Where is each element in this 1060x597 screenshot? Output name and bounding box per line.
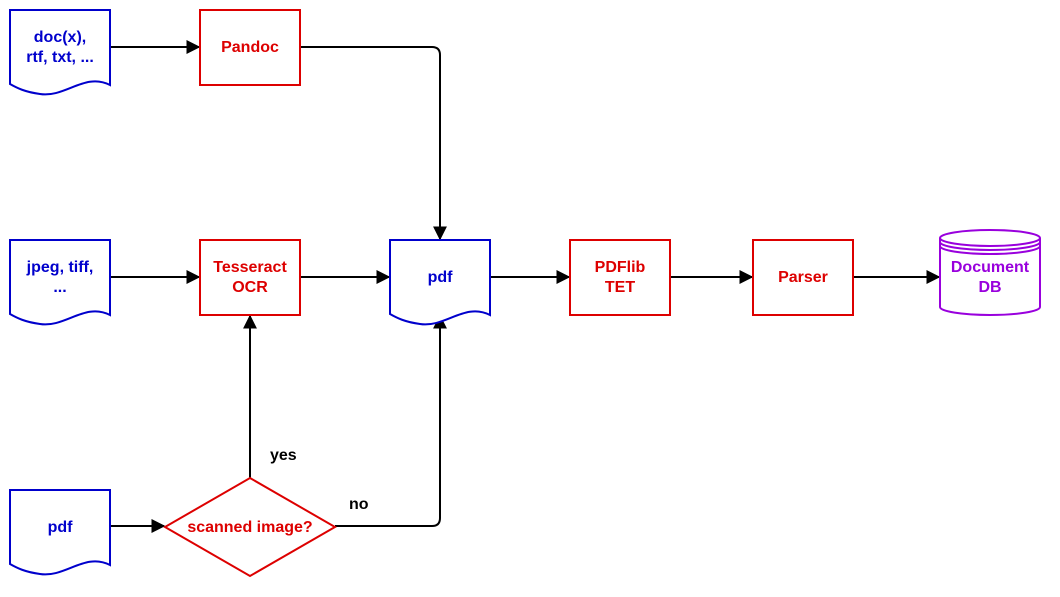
node-doc-input: doc(x), rtf, txt, ... — [9, 9, 111, 96]
database-top — [939, 229, 1041, 247]
process-box — [569, 239, 671, 316]
document-shape — [9, 239, 111, 326]
edges — [110, 40, 941, 533]
node-scanned-image-decision: scanned image? — [162, 476, 338, 578]
db-line2: DB — [978, 279, 1001, 296]
database-body — [939, 238, 1041, 316]
pdflib-line1: PDFlib — [595, 259, 646, 276]
node-pdf-mid: pdf — [389, 239, 491, 326]
process-box — [752, 239, 854, 316]
edge-decision-no-to-pdf — [335, 314, 447, 527]
node-pdf-input: pdf — [9, 489, 111, 576]
edge-label-no: no — [349, 496, 369, 513]
node-document-db: Document DB — [939, 229, 1041, 316]
process-box — [199, 239, 301, 316]
decision-diamond — [162, 476, 338, 578]
image-input-line2: ... — [53, 279, 66, 296]
database-ring — [939, 245, 1041, 255]
node-pandoc: Pandoc — [199, 9, 301, 86]
document-shape — [9, 489, 111, 576]
document-shape — [9, 9, 111, 96]
node-tesseract-ocr: Tesseract OCR — [199, 239, 301, 316]
node-pdflib-tet: PDFlib TET — [569, 239, 671, 316]
doc-input-line1: doc(x), — [34, 29, 86, 46]
pdf-input-label: pdf — [48, 519, 74, 536]
db-line1: Document — [951, 259, 1030, 276]
pdflib-line2: TET — [605, 279, 635, 296]
pdf-mid-label: pdf — [428, 269, 454, 286]
node-image-input: jpeg, tiff, ... — [9, 239, 111, 326]
edge-label-yes: yes — [270, 447, 297, 464]
doc-input-line2: rtf, txt, ... — [26, 49, 94, 66]
pandoc-label: Pandoc — [221, 39, 279, 56]
node-parser: Parser — [752, 239, 854, 316]
image-input-line1: jpeg, tiff, — [26, 259, 94, 276]
tesseract-line1: Tesseract — [213, 259, 287, 276]
parser-label: Parser — [778, 269, 828, 286]
document-shape — [389, 239, 491, 326]
tesseract-line2: OCR — [232, 279, 268, 296]
edge-pandoc-to-pdf — [300, 46, 447, 241]
process-box — [199, 9, 301, 86]
database-ring — [939, 241, 1041, 251]
decision-label: scanned image? — [187, 519, 312, 536]
